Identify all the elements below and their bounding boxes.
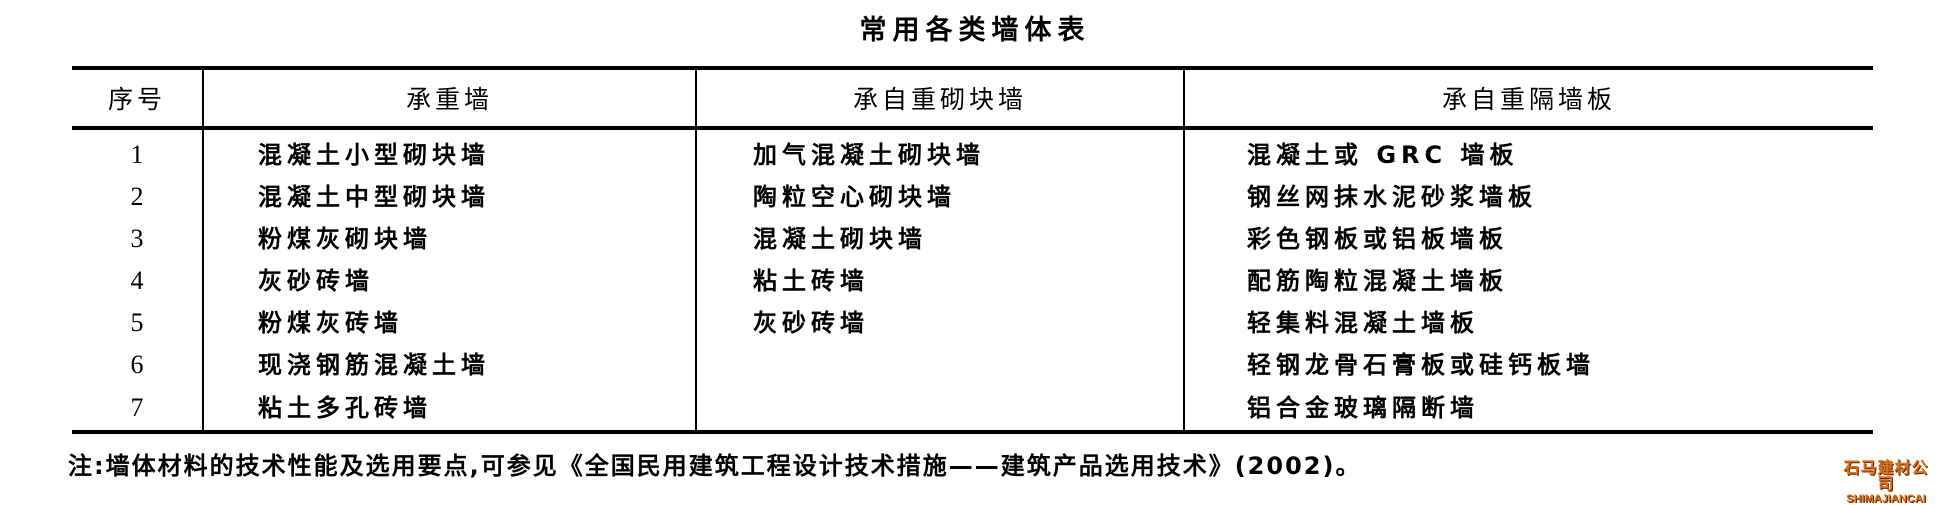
cell-self-bearing-block bbox=[695, 386, 1184, 434]
watermark-english-text: SHIMAJIANCAI bbox=[1846, 493, 1926, 505]
cell-serial-no: 1 bbox=[130, 140, 144, 169]
cell-load-bearing: 混凝土小型砌块墙 bbox=[202, 128, 696, 176]
cell-self-bearing-block: 灰砂砖墙 bbox=[695, 302, 1184, 344]
table-footnote: 注:墙体材料的技术性能及选用要点,可参见《全国民用建筑工程设计技术措施——建筑产… bbox=[68, 452, 1362, 480]
cell-serial-no: 4 bbox=[130, 266, 144, 295]
cell-serial-no: 6 bbox=[130, 350, 144, 379]
cell-load-bearing: 粘土多孔砖墙 bbox=[202, 386, 696, 434]
header-self-bearing-partition-panel: 承自重隔墙板 bbox=[1183, 66, 1873, 130]
cell-self-bearing-block: 陶粒空心砌块墙 bbox=[695, 176, 1184, 218]
header-serial-no: 序号 bbox=[72, 66, 203, 130]
wall-types-table: 序号 承重墙 承自重砌块墙 承自重隔墙板 1 混凝土小型砌块墙 加气混凝土砌块墙… bbox=[72, 66, 1873, 434]
cell-serial-no: 5 bbox=[130, 308, 144, 337]
table-row: 2 混凝土中型砌块墙 陶粒空心砌块墙 钢丝网抹水泥砂浆墙板 bbox=[72, 176, 1873, 218]
company-watermark-logo: 石马建材公司 SHIMAJIANCAI bbox=[1838, 460, 1934, 505]
cell-load-bearing: 现浇钢筋混凝土墙 bbox=[202, 344, 696, 386]
cell-load-bearing: 灰砂砖墙 bbox=[202, 260, 696, 302]
cell-self-bearing-block: 粘土砖墙 bbox=[695, 260, 1184, 302]
table-row: 1 混凝土小型砌块墙 加气混凝土砌块墙 混凝土或 GRC 墙板 bbox=[72, 128, 1873, 176]
table-row: 6 现浇钢筋混凝土墙 轻钢龙骨石膏板或硅钙板墙 bbox=[72, 344, 1873, 386]
table-header-row: 序号 承重墙 承自重砌块墙 承自重隔墙板 bbox=[72, 66, 1873, 130]
cell-serial-no: 7 bbox=[72, 386, 203, 434]
cell-self-bearing-panel: 彩色钢板或铝板墙板 bbox=[1183, 218, 1873, 260]
header-load-bearing-wall: 承重墙 bbox=[202, 66, 696, 130]
cell-self-bearing-block: 混凝土砌块墙 bbox=[695, 218, 1184, 260]
cell-self-bearing-panel: 混凝土或 GRC 墙板 bbox=[1183, 128, 1873, 176]
header-self-bearing-block-wall: 承自重砌块墙 bbox=[695, 66, 1184, 130]
table-row: 7 粘土多孔砖墙 铝合金玻璃隔断墙 bbox=[72, 386, 1873, 434]
cell-self-bearing-panel: 配筋陶粒混凝土墙板 bbox=[1183, 260, 1873, 302]
cell-load-bearing: 粉煤灰砖墙 bbox=[202, 302, 696, 344]
watermark-chinese-text: 石马建材公司 bbox=[1843, 458, 1929, 493]
cell-load-bearing: 粉煤灰砌块墙 bbox=[202, 218, 696, 260]
cell-self-bearing-block bbox=[695, 344, 1184, 386]
table-title: 常用各类墙体表 bbox=[859, 15, 1091, 46]
cell-load-bearing: 混凝土中型砌块墙 bbox=[202, 176, 696, 218]
wall-types-table-container: 序号 承重墙 承自重砌块墙 承自重隔墙板 1 混凝土小型砌块墙 加气混凝土砌块墙… bbox=[72, 66, 1873, 434]
cell-self-bearing-panel: 轻钢龙骨石膏板或硅钙板墙 bbox=[1183, 344, 1873, 386]
cell-serial-no: 3 bbox=[130, 224, 144, 253]
cell-self-bearing-panel: 轻集料混凝土墙板 bbox=[1183, 302, 1873, 344]
table-row: 3 粉煤灰砌块墙 混凝土砌块墙 彩色钢板或铝板墙板 bbox=[72, 218, 1873, 260]
table-row: 5 粉煤灰砖墙 灰砂砖墙 轻集料混凝土墙板 bbox=[72, 302, 1873, 344]
table-row: 4 灰砂砖墙 粘土砖墙 配筋陶粒混凝土墙板 bbox=[72, 260, 1873, 302]
cell-self-bearing-panel: 铝合金玻璃隔断墙 bbox=[1183, 386, 1873, 434]
cell-self-bearing-panel: 钢丝网抹水泥砂浆墙板 bbox=[1183, 176, 1873, 218]
cell-serial-no: 2 bbox=[130, 182, 144, 211]
cell-self-bearing-block: 加气混凝土砌块墙 bbox=[695, 128, 1184, 176]
